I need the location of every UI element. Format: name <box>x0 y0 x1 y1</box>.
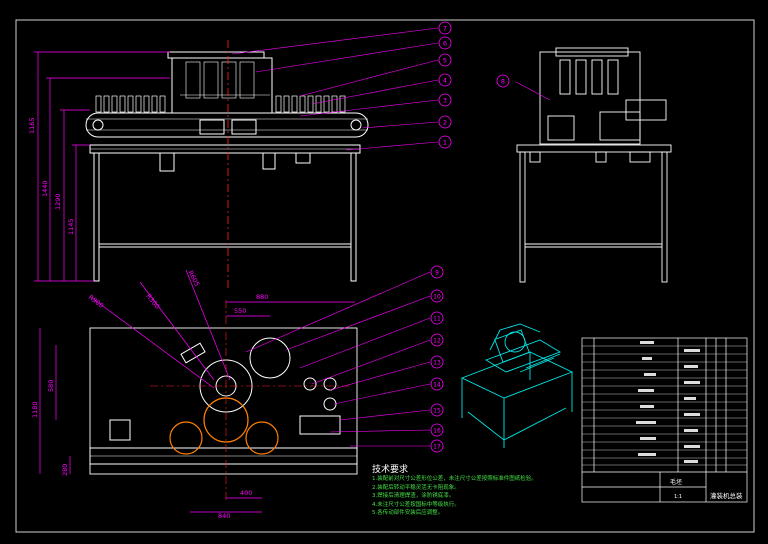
balloon-16: 16 <box>433 428 441 435</box>
balloon-4: 4 <box>443 77 447 85</box>
technical-requirements: 技术要求 1.装配前对尺寸公差形位公差，未注尺寸公差按照标准件图纸检验。 2.装… <box>372 462 537 518</box>
requirement-line: 5.各传动部件安装后应调整。 <box>372 510 444 517</box>
side-balloon <box>496 74 510 88</box>
isometric-view <box>460 323 574 448</box>
front-balloons <box>438 21 452 149</box>
title-name: 灌装机总装 <box>710 491 743 500</box>
dim-550: 550 <box>234 307 246 315</box>
requirement-line: 1.装配前对尺寸公差形位公差，未注尺寸公差按照标准件图纸检验。 <box>372 476 537 482</box>
drawing-border <box>15 19 755 533</box>
dim-580: 580 <box>47 380 55 392</box>
dim-1145: 1145 <box>67 218 75 235</box>
requirement-line: 3.焊接后清理焊渣，涂防锈底漆。 <box>372 493 455 500</box>
balloon-15: 15 <box>433 408 441 415</box>
dim-400: 400 <box>240 489 252 497</box>
side-view <box>516 47 672 283</box>
dim-840: 840 <box>218 512 230 520</box>
dim-1165: 1165 <box>28 117 36 134</box>
balloon-3: 3 <box>443 97 447 105</box>
balloon-13: 13 <box>433 360 441 367</box>
title-scale: 1:1 <box>674 494 682 500</box>
balloon-9: 9 <box>435 270 439 277</box>
balloon-5: 5 <box>443 57 447 65</box>
balloon-14: 14 <box>433 382 441 389</box>
front-view: 1165 1440 1290 1145 7 6 5 4 3 2 1 <box>28 21 452 290</box>
balloon-7: 7 <box>443 25 447 33</box>
dim-280: 280 <box>61 464 69 476</box>
title-block-fill <box>636 341 700 463</box>
dim-1440: 1440 <box>41 180 49 197</box>
title-block <box>581 337 748 503</box>
balloon-1: 1 <box>443 139 447 147</box>
balloon-6: 6 <box>443 40 447 48</box>
balloon-17: 17 <box>433 444 441 451</box>
balloon-8: 8 <box>501 78 505 86</box>
balloon-11: 11 <box>433 316 441 323</box>
balloon-2: 2 <box>443 119 447 127</box>
dim-r605: R605 <box>186 269 201 288</box>
dim-r300: R300 <box>144 292 161 310</box>
dim-1290: 1290 <box>54 193 62 210</box>
dim-1180: 1180 <box>31 401 39 418</box>
technical-requirements-title: 技术要求 <box>372 465 409 475</box>
balloon-10: 10 <box>433 294 441 301</box>
requirement-line: 4.未注尺寸公差按国标中等级执行。 <box>372 501 460 508</box>
requirement-line: 2.装配后转动平稳灵活无卡阻现象。 <box>372 484 460 491</box>
balloon-12: 12 <box>433 338 441 345</box>
dim-r900: R900 <box>87 293 105 310</box>
title-block-rows <box>582 345 747 466</box>
title-material: 毛坯 <box>670 478 682 486</box>
top-balloons <box>430 265 444 453</box>
dim-880: 880 <box>256 293 268 301</box>
